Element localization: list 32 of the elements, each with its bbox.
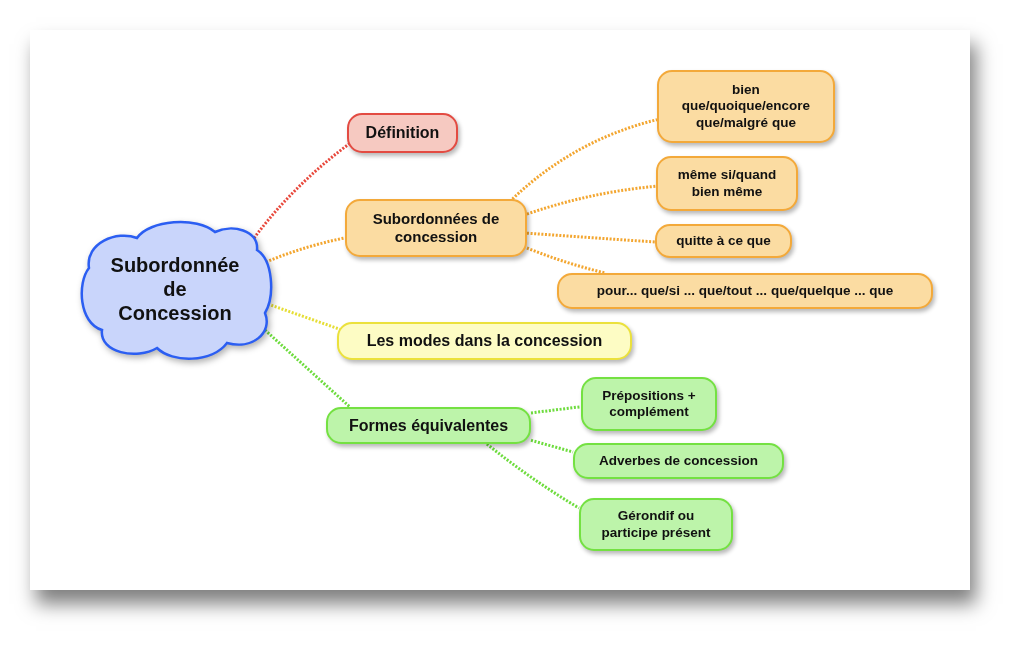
- topic-box: [326, 407, 531, 444]
- topic-text: pour... que/si ... que/tout ... que/quelque ... que: [596, 282, 894, 300]
- topic-text: quitte à ce que: [676, 232, 771, 250]
- topic-text: Formes équivalentes: [348, 415, 509, 436]
- topic-box: [581, 377, 717, 431]
- topic-box: [557, 273, 933, 309]
- topic-box: [573, 443, 784, 479]
- topic-text: Définition: [365, 123, 440, 143]
- cloud-shape: [77, 218, 273, 360]
- connector-line: [530, 405, 582, 415]
- connector-line: [511, 118, 658, 201]
- connector-line: [263, 328, 351, 409]
- topic-box: [579, 498, 733, 551]
- topic-box: [657, 70, 835, 143]
- topic-box: [347, 113, 458, 153]
- connector-line: [526, 246, 606, 275]
- connector-line: [530, 438, 574, 454]
- topic-text: bien que/quoique/encore que/malgré que: [680, 82, 812, 131]
- topic-text: Adverbes de concession: [598, 452, 759, 470]
- topic-box: [345, 199, 527, 257]
- topic-text: Subordonnées de concession: [371, 210, 501, 246]
- topic-box: [337, 322, 632, 360]
- connector-line: [526, 184, 657, 216]
- connector-line: [526, 231, 656, 244]
- topic-box: [656, 156, 798, 211]
- topic-box: [655, 224, 792, 258]
- topic-text: Gérondif ou participe présent: [600, 508, 712, 541]
- connector-line: [486, 442, 580, 510]
- topic-text: Prépositions + complément: [601, 387, 697, 421]
- topic-text: Les modes dans la concession: [366, 331, 603, 351]
- topic-text: même si/quand bien même: [676, 167, 778, 200]
- central-topic-text: Subordonnée de Concession: [109, 253, 241, 325]
